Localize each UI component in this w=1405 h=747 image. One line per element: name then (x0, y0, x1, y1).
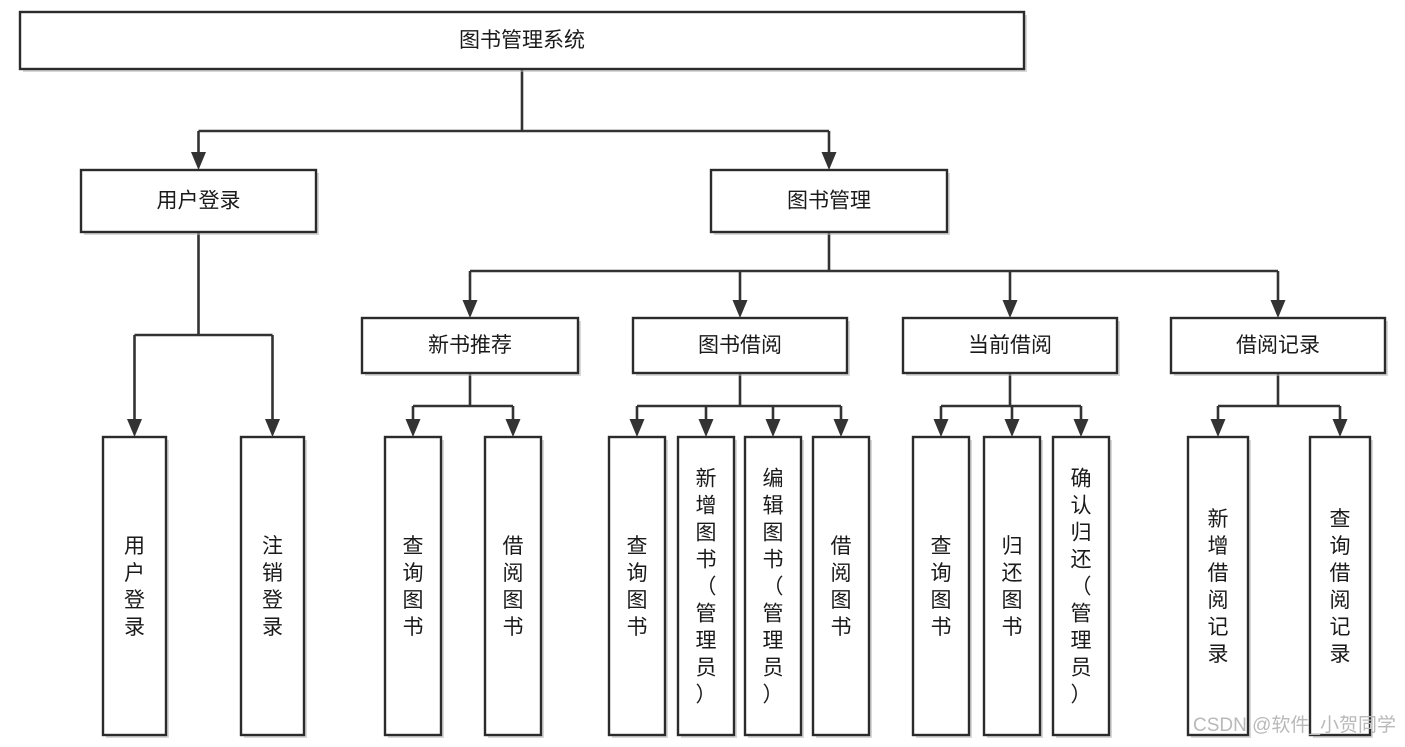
node-label: 新增图书（管理员） (696, 468, 717, 707)
node-box[interactable] (631, 316, 849, 375)
node-n-current-borrow[interactable]: 当前借阅 (901, 316, 1120, 376)
connector-group (462, 232, 1286, 318)
connector-group (127, 232, 280, 437)
node-l-query-book-2[interactable]: 查询图书 (607, 435, 668, 738)
node-label: 图书管理 (787, 190, 871, 213)
node-l-query-book-1[interactable]: 查询图书 (383, 435, 444, 738)
node-label: 确认归还（管理员） (1071, 468, 1092, 707)
node-box[interactable] (360, 316, 580, 375)
node-label: 注销登录 (262, 535, 283, 639)
node-l-borrow-book-1[interactable]: 借阅图书 (483, 435, 544, 738)
node-l-query-book-3[interactable]: 查询图书 (911, 435, 972, 738)
node-box[interactable] (811, 435, 871, 737)
node-l-logout[interactable]: 注销登录 (239, 435, 307, 738)
node-l-confirm-return[interactable]: 确认归还（管理员） (1051, 435, 1112, 738)
node-l-edit-book[interactable]: 编辑图书（管理员） (743, 435, 804, 738)
node-label: 图书管理系统 (459, 29, 585, 52)
node-layer: 图书管理系统用户登录图书管理新书推荐图书借阅当前借阅借阅记录用户登录注销登录查询… (18, 10, 1388, 738)
node-n-new-book-rec[interactable]: 新书推荐 (360, 316, 581, 376)
node-box[interactable] (911, 435, 971, 737)
node-label: 查询图书 (931, 535, 952, 639)
node-box[interactable] (79, 168, 318, 234)
node-box[interactable] (1308, 435, 1372, 737)
node-l-user-login[interactable]: 用户登录 (101, 435, 169, 738)
node-label: 编辑图书（管理员） (763, 468, 784, 707)
node-box[interactable] (982, 435, 1042, 737)
node-n-book-mgmt[interactable]: 图书管理 (709, 168, 950, 235)
node-label: 用户登录 (124, 535, 145, 639)
node-label: 查询图书 (403, 535, 424, 639)
node-box[interactable] (607, 435, 667, 737)
node-box[interactable] (1186, 435, 1250, 737)
node-box[interactable] (1051, 435, 1111, 737)
node-root[interactable]: 图书管理系统 (18, 10, 1027, 72)
node-box[interactable] (101, 435, 168, 737)
node-box[interactable] (1169, 316, 1387, 375)
connector-group (191, 69, 837, 170)
node-label: 查询图书 (627, 535, 648, 639)
node-label: 借阅记录 (1236, 334, 1320, 357)
node-box[interactable] (709, 168, 949, 234)
node-label: 归还图书 (1002, 535, 1023, 639)
node-label: 借阅图书 (503, 535, 524, 639)
node-l-query-record[interactable]: 查询借阅记录 (1308, 435, 1373, 738)
node-box[interactable] (676, 435, 736, 737)
node-l-add-record[interactable]: 新增借阅记录 (1186, 435, 1251, 738)
node-box[interactable] (18, 10, 1026, 71)
node-box[interactable] (743, 435, 803, 737)
connector-group (1210, 373, 1348, 437)
node-l-return-book[interactable]: 归还图书 (982, 435, 1043, 738)
node-box[interactable] (383, 435, 443, 737)
node-l-add-book[interactable]: 新增图书（管理员） (676, 435, 737, 738)
node-l-borrow-book-2[interactable]: 借阅图书 (811, 435, 872, 738)
node-box[interactable] (239, 435, 306, 737)
node-n-borrow-record[interactable]: 借阅记录 (1169, 316, 1388, 376)
connector-layer (127, 69, 1348, 437)
node-n-user-login[interactable]: 用户登录 (79, 168, 319, 235)
node-label: 图书借阅 (698, 334, 782, 357)
node-box[interactable] (483, 435, 543, 737)
node-box[interactable] (901, 316, 1119, 375)
connector-group (933, 373, 1089, 437)
node-label: 当前借阅 (968, 334, 1052, 357)
node-label: 新增借阅记录 (1208, 508, 1229, 666)
node-n-book-borrow[interactable]: 图书借阅 (631, 316, 850, 376)
node-label: 借阅图书 (831, 535, 852, 639)
node-label: 查询借阅记录 (1330, 508, 1351, 666)
connector-group (405, 373, 521, 437)
node-label: 新书推荐 (428, 334, 512, 357)
connector-group (629, 373, 849, 437)
node-label: 用户登录 (157, 190, 241, 213)
watermark-label: CSDN @软件_小贺同学 (1193, 714, 1396, 736)
